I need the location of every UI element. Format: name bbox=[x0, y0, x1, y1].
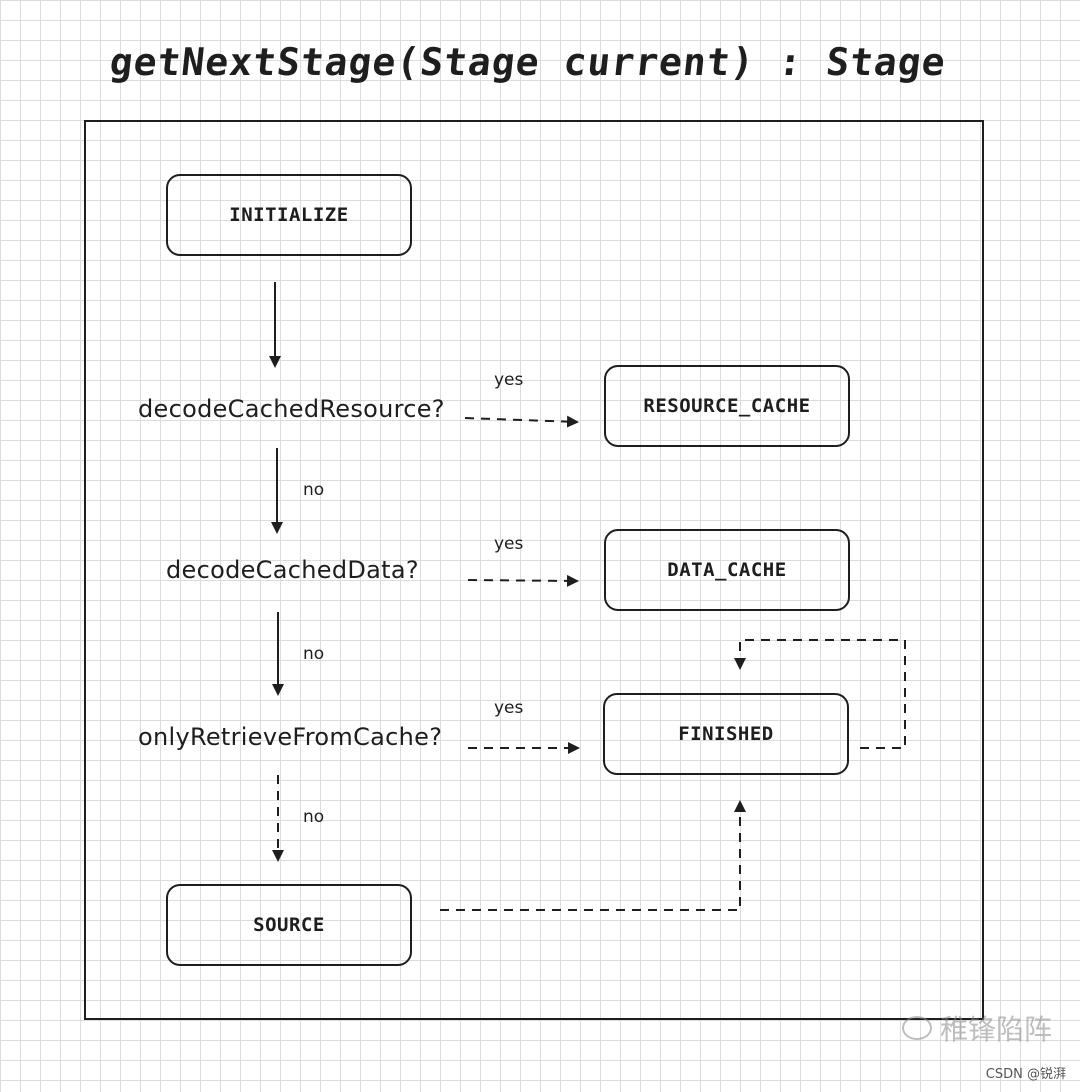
edge-yes-to-data-cache bbox=[467, 574, 579, 587]
edge-label-yes-resource: yes bbox=[494, 370, 524, 390]
decision-only-retrieve-from-cache: onlyRetrieveFromCache? bbox=[138, 723, 443, 751]
diagram-frame bbox=[84, 120, 984, 1020]
node-data-cache: DATA_CACHE bbox=[604, 529, 850, 611]
edge-label-yes-data: yes bbox=[494, 534, 524, 554]
node-resource-cache: RESOURCE_CACHE bbox=[604, 365, 850, 447]
edge-label-no-data: no bbox=[303, 644, 325, 664]
node-finished: FINISHED bbox=[603, 693, 849, 775]
edge-label-no-resource: no bbox=[303, 480, 325, 500]
node-initialize: INITIALIZE bbox=[166, 174, 412, 256]
watermark-text: 稚锋陷阵 bbox=[939, 1013, 1052, 1046]
edge-yes-to-resource-cache bbox=[464, 415, 579, 428]
edge-label-no-cache: no bbox=[303, 807, 325, 827]
decision-decode-cached-data: decodeCachedData? bbox=[166, 556, 419, 584]
node-source: SOURCE bbox=[166, 884, 412, 966]
decision-decode-cached-resource: decodeCachedResource? bbox=[138, 395, 445, 423]
wechat-icon bbox=[901, 1016, 932, 1040]
footer-credit: CSDN @锐湃 bbox=[985, 1067, 1066, 1082]
edge-label-yes-finished: yes bbox=[494, 698, 524, 718]
edge-source-to-finished bbox=[440, 800, 746, 911]
watermark: 稚锋陷阵 bbox=[901, 1008, 1052, 1048]
edge-finished-loop bbox=[734, 639, 906, 749]
